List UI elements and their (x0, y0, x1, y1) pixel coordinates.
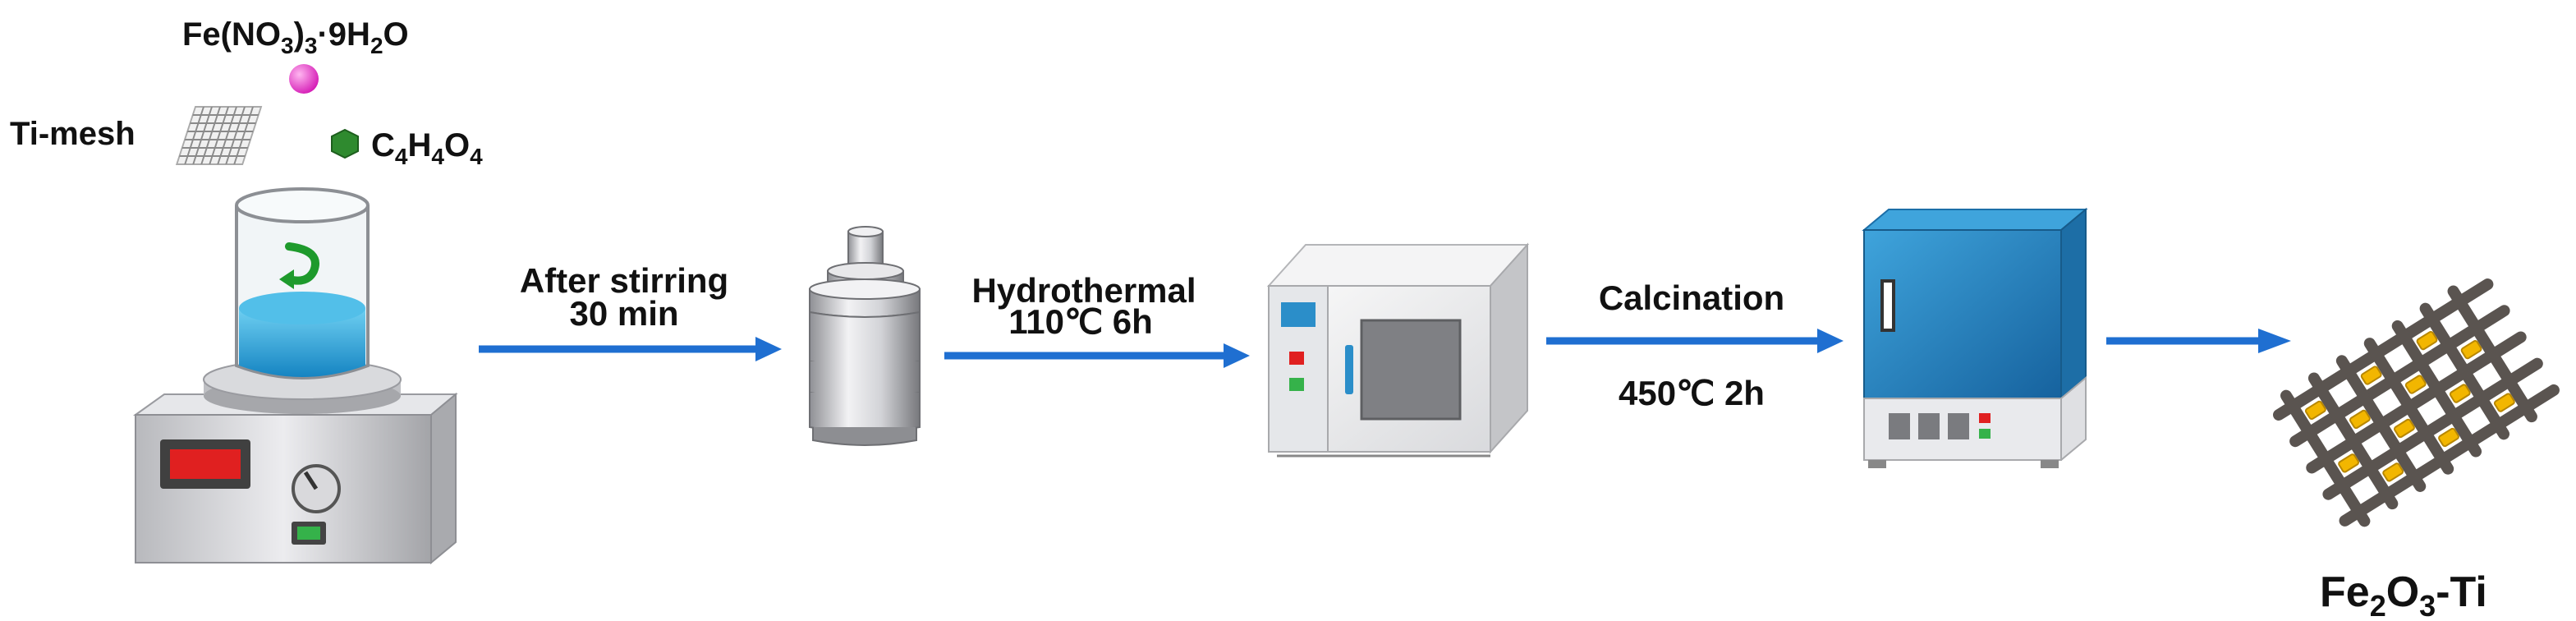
furnace-control-1 (1889, 413, 1910, 439)
oven-handle (1345, 345, 1353, 394)
calc-step-line1: Calcination (1599, 278, 1784, 317)
furnace-control-2 (1918, 413, 1940, 439)
furnace-control-3 (1948, 413, 1969, 439)
ti-mesh-icon (175, 106, 263, 165)
product-label: Fe2O3-Ti (2320, 568, 2487, 621)
oven-green-button (1289, 378, 1304, 391)
muffle-furnace-icon (1862, 207, 2088, 468)
stir-step-line2: 30 min (569, 294, 678, 333)
oven-window (1360, 319, 1462, 421)
oven-display (1281, 302, 1316, 327)
hydro-step-line2: 110℃ 6h (1008, 302, 1153, 341)
furnace-green-button (1979, 429, 1991, 439)
furnace-handle (1880, 279, 1895, 332)
ti-mesh-label: Ti-mesh (10, 116, 135, 152)
furnace-red-button (1979, 413, 1991, 423)
drying-oven-icon (1266, 242, 1530, 458)
hydro-step-line1: Hydrothermal (971, 271, 1196, 310)
iron-nitrate-label: Fe(NO3)3·9H2O (182, 16, 409, 58)
fumaric-acid-label: C4H4O4 (371, 127, 483, 169)
stirrer-switch (297, 527, 320, 540)
stirring-arrow-icon (285, 242, 319, 285)
magnetic-stirrer-icon (132, 187, 458, 565)
stir-step-line1: After stirring (520, 261, 728, 300)
acid-crystal-icon (331, 128, 359, 159)
oven-red-button (1289, 352, 1304, 365)
autoclave-icon (809, 226, 921, 446)
calc-step-line2: 450℃ 2h (1619, 374, 1765, 412)
stirrer-display (170, 449, 241, 479)
iron-salt-sphere-icon (289, 64, 319, 94)
fe2o3-ti-product-icon (2273, 278, 2560, 527)
